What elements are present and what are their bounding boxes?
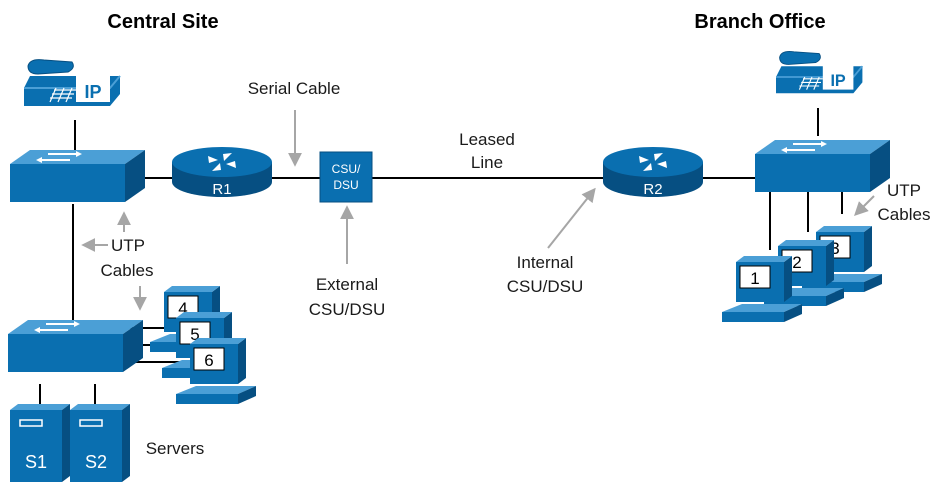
pc-5-icon: 5 xyxy=(161,311,243,379)
utp-cables-right-line1: UTP xyxy=(887,181,921,200)
csu-dsu-external-icon: CSU/ DSU xyxy=(319,151,373,203)
utp-cables-left-line2: Cables xyxy=(101,261,154,280)
server-s2-icon: S2 xyxy=(69,403,131,482)
ip-phone-central-icon: IP xyxy=(23,58,121,107)
branch-office-title: Branch Office xyxy=(694,11,825,33)
switch-central-bottom-icon xyxy=(7,319,144,373)
pc-6-icon: 6 xyxy=(175,337,257,405)
pc-3-label: 3 xyxy=(830,239,839,258)
router-r1-icon: R1 xyxy=(172,147,272,198)
leased-line-label-line2: Line xyxy=(471,153,503,172)
central-site-title: Central Site xyxy=(107,11,218,33)
pc-2-icon: 2 xyxy=(763,239,845,307)
external-csu-label-line2: CSU/DSU xyxy=(309,300,386,319)
pc-4-label: 4 xyxy=(178,299,187,318)
pc-1-label: 1 xyxy=(750,269,759,288)
ip-phone-central-label: IP xyxy=(84,82,101,102)
utp-cables-right-line2: Cables xyxy=(878,205,931,224)
csu-dsu-label-line2: DSU xyxy=(333,178,358,192)
external-csu-label-line1: External xyxy=(316,275,378,294)
utp-cables-left-line1: UTP xyxy=(111,236,145,255)
pointer-arrows xyxy=(81,110,875,311)
router-r2-label: R2 xyxy=(643,181,662,198)
pc-2-label: 2 xyxy=(792,253,801,272)
router-r1-label: R1 xyxy=(212,181,231,198)
switch-branch-icon xyxy=(754,139,891,193)
pc-6-label: 6 xyxy=(204,351,213,370)
csu-dsu-label-line1: CSU/ xyxy=(332,162,361,176)
router-r2-icon: R2 xyxy=(603,147,703,198)
pc-1-icon: 1 xyxy=(721,255,803,323)
internal-csu-label-line2: CSU/DSU xyxy=(507,277,584,296)
pc-4-icon: 4 xyxy=(149,285,231,353)
pc-5-label: 5 xyxy=(190,325,199,344)
pc-3-icon: 3 xyxy=(801,225,883,293)
server-s2-label: S2 xyxy=(85,452,107,472)
ip-phone-branch-icon: IP xyxy=(775,50,864,95)
serial-cable-label: Serial Cable xyxy=(248,79,341,98)
server-s1-icon: S1 xyxy=(9,403,71,482)
servers-label: Servers xyxy=(146,439,205,458)
server-s1-label: S1 xyxy=(25,452,47,472)
switch-central-top-icon xyxy=(9,149,146,203)
internal-csu-label-line1: Internal xyxy=(517,253,574,272)
leased-line-label-line1: Leased xyxy=(459,130,515,149)
connection-lines xyxy=(39,108,843,405)
ip-phone-branch-label: IP xyxy=(830,72,845,90)
